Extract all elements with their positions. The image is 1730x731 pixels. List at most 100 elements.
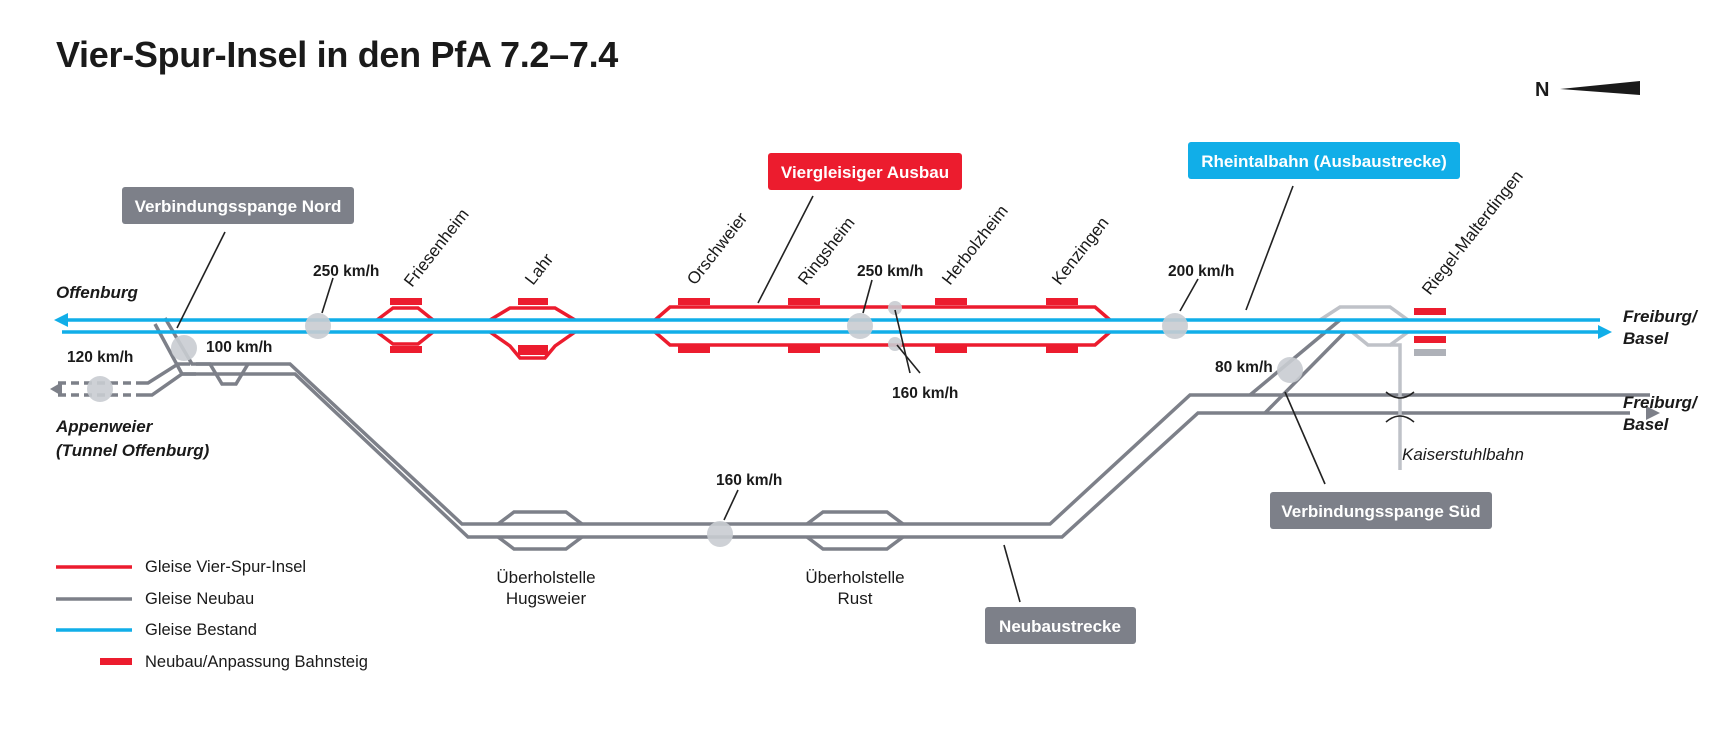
speed-label-100: 100 km/h [206,339,272,356]
friesenheim-loop-upper [375,306,435,322]
leader-verbindung-sued [1284,391,1326,485]
speed-dot-160-upper [888,301,902,315]
freiburg-bottom-arrow-icon [1646,406,1660,420]
legend: Gleise Vier-Spur-Insel Gleise Neubau Gle… [56,558,368,671]
leader-neubaustrecke [1003,544,1021,603]
page-title: Vier-Spur-Insel in den PfA 7.2–7.4 [56,34,618,75]
sued-connector-lower [1263,330,1347,415]
box-verbindung-nord: Verbindungsspange Nord [122,187,354,224]
label-basel-top: Basel [1623,329,1670,348]
speed-label-250-left: 250 km/h [313,263,379,280]
neubau-track-upper [163,317,1650,526]
speed-dot-80 [1277,357,1303,383]
station-orschweier: Orschweier [683,209,751,289]
island-loop-lower [653,330,1112,347]
appenweier-track-upper [138,362,190,385]
leader-250-left [321,277,334,314]
platform-friesenheim-south [390,346,422,353]
box-neubaustrecke: Neubaustrecke [985,607,1136,644]
platform-lahr-south [518,345,548,355]
speed-dot-250-mid [847,313,873,339]
leader-160-b [896,344,921,374]
platform-herbolzheim-south [935,346,967,353]
lahr-loop-upper [489,306,576,322]
platform-herbolzheim-north [935,298,967,305]
station-lahr: Lahr [521,250,557,289]
speed-label-250-mid: 250 km/h [857,263,923,280]
speed-dot-100 [171,335,197,361]
riegel-loop-upper [1319,305,1410,322]
speed-label-200: 200 km/h [1168,263,1234,280]
box-rheintalbahn-label: Rheintalbahn (Ausbaustrecke) [1201,152,1447,171]
appenweier-arrow-icon [50,382,62,396]
hugsweier-loop-upper [496,510,584,526]
leader-160-a [894,309,911,374]
leader-lines [176,185,1326,603]
label-offenburg: Offenburg [56,283,138,302]
leader-rheintalbahn [1245,185,1294,311]
north-label: N [1535,79,1549,101]
speed-label-160-bottom: 160 km/h [716,472,782,489]
platform-ringsheim-north [788,298,820,305]
caption-rust-1: Überholstelle [805,568,904,587]
platform-orschweier-south [678,346,710,353]
platforms [390,298,1446,356]
station-riegel-malterdingen: Riegel-Malterdingen [1418,167,1527,299]
rust-loop-upper [805,510,905,526]
label-freiburg-bottom: Freiburg/ [1623,393,1699,412]
caption-hugsweier-2: Hugsweier [506,589,587,608]
speed-dot-120 [87,376,113,402]
label-freiburg-top: Freiburg/ [1623,307,1699,326]
bridge-icon [1385,391,1415,423]
speed-dot-200 [1162,313,1188,339]
legend-label-vier-spur: Gleise Vier-Spur-Insel [145,558,306,576]
hugsweier-loop-lower [496,535,584,551]
platform-kenzingen-south [1046,346,1078,353]
offenburg-arrow-icon [54,313,68,327]
speed-dot-160-bottom [707,521,733,547]
north-arrow: N [1535,79,1640,101]
friesenheim-loop-lower [375,330,435,346]
platform-riegel-mid [1414,336,1446,343]
riegel-loop-lower [1350,330,1410,347]
leader-250-mid [862,279,873,314]
north-arrow-icon [1560,81,1640,95]
existing-tracks [54,313,1612,339]
station-ringsheim: Ringsheim [794,213,858,288]
platform-lahr-north [518,298,548,305]
lahr-loop-lower [488,330,577,360]
box-viergleisig-label: Viergleisiger Ausbau [781,163,949,182]
box-verbindung-sued: Verbindungsspange Süd [1270,492,1492,529]
station-friesenheim: Friesenheim [400,205,473,290]
island-loop-upper [653,305,1112,322]
legend-label-bestand: Gleise Bestand [145,621,257,639]
rust-loop-lower [805,535,905,551]
box-verbindung-sued-label: Verbindungsspange Süd [1281,502,1480,521]
station-herbolzheim: Herbolzheim [938,202,1012,289]
station-kenzingen: Kenzingen [1048,213,1112,288]
legend-swatch-bahnsteig [100,658,132,665]
platform-riegel-north [1414,308,1446,315]
speed-label-120: 120 km/h [67,349,133,366]
kaiserstuhlbahn-track [1390,343,1402,470]
caption-rust-2: Rust [838,589,873,608]
platform-friesenheim-north [390,298,422,305]
speed-label-160-top: 160 km/h [892,385,958,402]
label-appenweier: Appenweier [55,417,154,436]
label-basel-bottom: Basel [1623,415,1670,434]
caption-hugsweier-1: Überholstelle [496,568,595,587]
legend-label-neubau: Gleise Neubau [145,590,254,608]
platform-ringsheim-south [788,346,820,353]
platform-riegel-kaiserstuhl [1414,349,1446,356]
speed-dot-250-left [305,313,331,339]
box-rheintalbahn: Rheintalbahn (Ausbaustrecke) [1188,142,1460,179]
box-verbindung-nord-label: Verbindungsspange Nord [135,197,342,216]
leader-verbindung-nord [176,231,226,329]
neubau-track-lower [153,323,1630,539]
speed-label-80: 80 km/h [1215,359,1273,376]
legend-label-bahnsteig: Neubau/Anpassung Bahnsteig [145,653,368,671]
leader-200 [1179,278,1199,312]
nord-crossover [196,362,250,386]
leader-160-bottom [723,489,739,521]
